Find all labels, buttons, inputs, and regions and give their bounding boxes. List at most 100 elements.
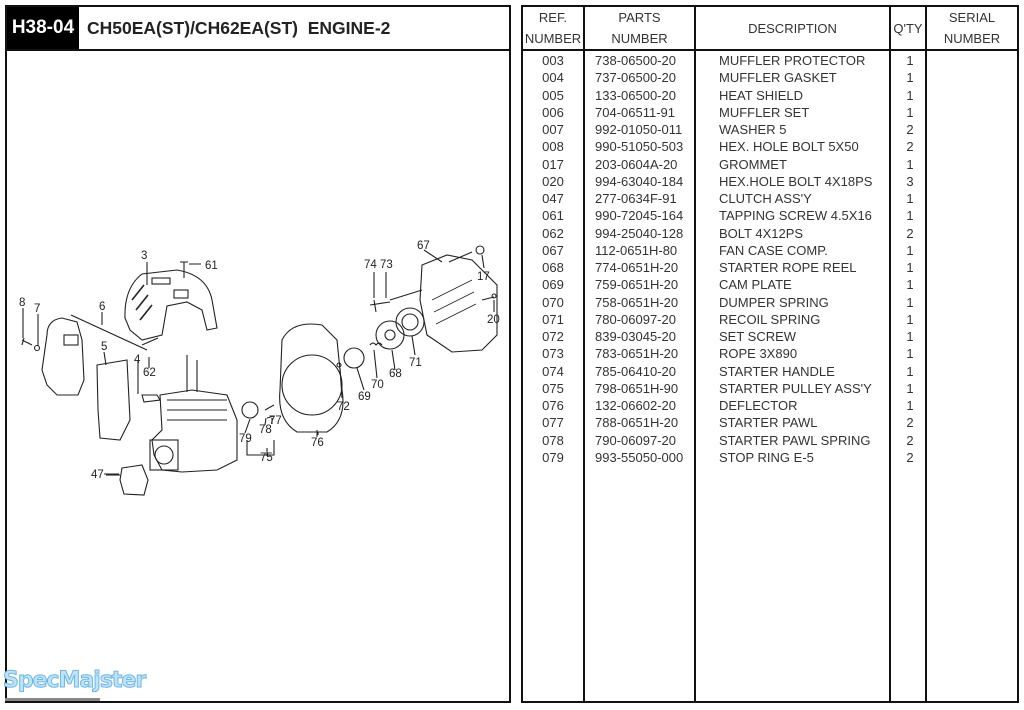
header-qty-label: Q'TY (893, 20, 923, 36)
quantity-cell: 2 (906, 139, 914, 155)
ref-number-cell: 075 (542, 380, 564, 396)
callout-62: 62 (143, 367, 156, 379)
section-code-badge: H38-04 (7, 7, 79, 49)
ref-number-cell: 005 (542, 87, 564, 103)
header-divider (523, 49, 1017, 51)
part-number-cell: 994-63040-184 (595, 173, 684, 189)
header-ref-line2: NUMBER (524, 31, 582, 46)
callout-8: 8 (19, 297, 25, 309)
parts-table: REF. NUMBER PARTS NUMBER DESCRIPTION Q'T… (521, 5, 1019, 703)
quantity-cell: 1 (906, 260, 914, 275)
ref-number-cell: 079 (542, 449, 564, 465)
part-number-cell: 798-0651H-90 (595, 380, 679, 396)
part-number-cell: 839-03045-20 (595, 329, 676, 344)
quantity-cell: 1 (906, 346, 914, 362)
diagram-panel: H38-04 CH50EA(ST)/CH62EA(ST) ENGINE-2 (5, 5, 511, 703)
quantity-cell: 1 (906, 104, 914, 120)
description-cell: MUFFLER GASKET (719, 70, 837, 86)
callout-3: 3 (141, 250, 147, 262)
callout-72: 72 (337, 401, 350, 413)
ref-number-cell: 062 (542, 225, 564, 241)
clutch-part (119, 464, 149, 496)
column-divider (583, 7, 585, 701)
quantity-cell: 2 (906, 432, 914, 448)
part-number-cell: 783-0651H-20 (595, 346, 679, 362)
quantity-cell: 1 (906, 242, 914, 258)
quantity-cell: 1 (906, 87, 914, 103)
description-cell: ROPE 3X890 (719, 346, 798, 362)
callout-68: 68 (389, 368, 402, 380)
description-cell: WASHER 5 (719, 122, 787, 137)
quantity-cell: 2 (906, 225, 914, 241)
callout-71: 71 (409, 357, 422, 369)
ref-number-cell: 067 (542, 242, 564, 258)
callout-5: 5 (101, 341, 107, 353)
engine-block-part (151, 389, 238, 473)
header-ref-line1: REF. (538, 10, 568, 25)
description-cell: CLUTCH ASS'Y (719, 191, 812, 206)
quantity-cell: 1 (906, 398, 914, 413)
part-number-cell: 992-01050-011 (595, 122, 683, 137)
header-parts-line2: NUMBER (611, 31, 668, 46)
description-cell: BOLT 4X12PS (719, 225, 804, 241)
header-serial-number: SERIAL NUMBER (927, 7, 1017, 49)
callout-47: 47 (91, 469, 104, 481)
ref-number-cell: 061 (542, 208, 564, 224)
ref-number-cell: 076 (542, 398, 564, 413)
quantity-cell: 1 (906, 294, 914, 310)
header-ref-number: REF. NUMBER (523, 7, 583, 49)
callout-76: 76 (311, 437, 324, 449)
ref-number-cell: 070 (542, 294, 564, 310)
header-parts-line1: PARTS (618, 10, 661, 25)
ref-number-cell: 069 (542, 277, 564, 293)
quantity-cell: 1 (906, 208, 914, 224)
part-number-cell: 738-06500-20 (595, 53, 676, 68)
description-cell: DEFLECTOR (719, 398, 798, 413)
exploded-parts-diagram: 3 61 8 7 6 5 4 62 47 79 78 77 75 76 72 6… (19, 240, 500, 496)
callout-69: 69 (358, 391, 371, 403)
header-description-label: DESCRIPTION (748, 20, 837, 36)
part-number-cell: 994-25040-128 (595, 225, 684, 241)
part-number-cell: 990-51050-503 (595, 139, 684, 155)
description-cell: SET SCREW (719, 329, 797, 344)
callout-70: 70 (371, 379, 384, 391)
column-divider (889, 7, 891, 701)
header-description: DESCRIPTION (696, 7, 889, 49)
description-cell: DUMPER SPRING (719, 294, 829, 310)
quantity-cell: 1 (906, 380, 914, 396)
description-cell: FAN CASE COMP. (719, 242, 828, 258)
heat-shield-part (96, 359, 131, 441)
deflector-part (279, 323, 344, 433)
callout-7: 7 (34, 303, 40, 315)
part-number-cell: 759-0651H-20 (595, 277, 679, 293)
part-number-cell: 737-06500-20 (595, 70, 676, 86)
muffler-part (41, 317, 85, 396)
quantity-cell: 1 (906, 311, 914, 327)
description-cell: HEX. HOLE BOLT 5X50 (719, 139, 859, 155)
header-parts-number: PARTS NUMBER (585, 7, 694, 49)
part-number-cell: 277-0634F-91 (595, 191, 677, 206)
watermark-underline (5, 698, 100, 701)
callout-73: 73 (380, 259, 393, 271)
ref-number-cell: 077 (542, 415, 564, 431)
column-divider (925, 7, 927, 701)
quantity-cell: 1 (906, 70, 914, 86)
